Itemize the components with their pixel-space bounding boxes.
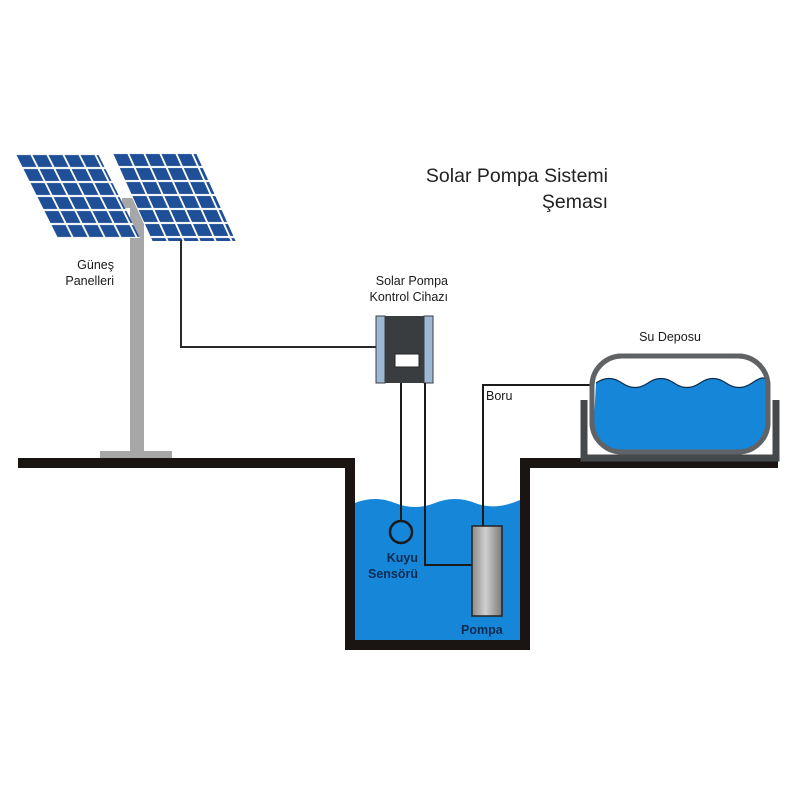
title-line-2: Şeması bbox=[541, 191, 608, 213]
solar-panels-label-line-1: Güneş bbox=[77, 258, 114, 272]
title-line-1: Solar Pompa Sistemi bbox=[425, 165, 608, 187]
controller-box bbox=[375, 315, 434, 384]
controller-label-line-1: Solar Pompa bbox=[375, 274, 448, 288]
well-sensor bbox=[388, 519, 414, 545]
diagram-title: Solar Pompa Sistemi Şeması bbox=[388, 163, 608, 215]
ground bbox=[18, 458, 778, 650]
controller-label-line-2: Kontrol Cihazı bbox=[369, 290, 448, 304]
solar-panels-label-line-2: Panelleri bbox=[65, 274, 114, 288]
controller-label: Solar Pompa Kontrol Cihazı bbox=[330, 273, 448, 305]
well-sensor-label-line-1: Kuyu bbox=[386, 551, 418, 565]
water-tank-label: Su Deposu bbox=[639, 330, 701, 344]
pipe bbox=[482, 384, 592, 526]
pump-cable bbox=[424, 383, 473, 566]
solar-panel-left bbox=[15, 154, 140, 238]
solar-panels-label: Güneş Panelleri bbox=[40, 257, 114, 289]
well-sensor-label-line-2: Sensörü bbox=[367, 567, 418, 581]
tank-stand bbox=[580, 400, 780, 462]
well-sensor-label: Kuyu Sensörü bbox=[352, 550, 418, 582]
water-tank bbox=[589, 353, 771, 455]
pipe-label: Boru bbox=[486, 389, 513, 403]
pump bbox=[471, 525, 503, 617]
pump-label: Pompa bbox=[461, 623, 503, 637]
power-cable bbox=[180, 240, 377, 348]
